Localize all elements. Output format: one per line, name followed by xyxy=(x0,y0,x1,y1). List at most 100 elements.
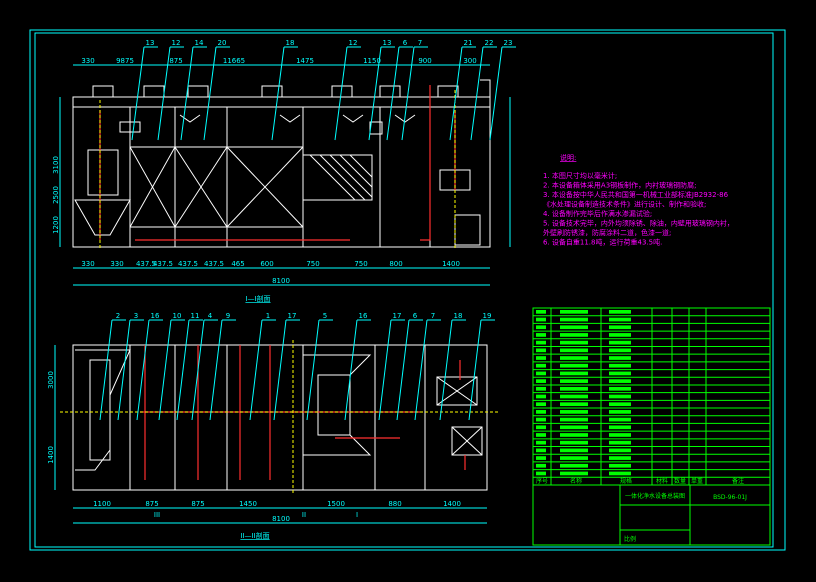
table-cell-fill xyxy=(536,440,546,445)
callout-leader xyxy=(306,319,320,421)
table-cell-fill xyxy=(560,340,588,345)
callout-leader xyxy=(344,319,358,421)
dimension-label: 600 xyxy=(260,260,273,268)
plan-view xyxy=(54,340,500,524)
callout-leader xyxy=(157,46,171,141)
callout-number: 13 xyxy=(146,39,155,47)
dimension-label: 900 xyxy=(418,57,431,65)
table-cell-fill xyxy=(536,425,546,430)
table-cell-fill xyxy=(560,440,588,445)
callout-leader xyxy=(209,319,223,421)
note-line: 1. 本图尺寸均以毫米计; xyxy=(543,171,617,180)
callout-number: 5 xyxy=(323,312,327,320)
callout-leader xyxy=(180,46,194,141)
note-line: 3. 本设备按中华人民共和国第一机械工业部标准JB2932-86 xyxy=(543,190,729,199)
table-header: 序号 xyxy=(536,477,548,485)
table-cell-fill xyxy=(609,402,631,407)
callout-leader xyxy=(401,46,415,141)
table-cell-fill xyxy=(609,325,631,330)
table-cell-fill xyxy=(609,456,631,460)
dimension-label: II xyxy=(302,511,306,519)
table-cell-fill xyxy=(536,310,546,314)
callout-number: 1 xyxy=(266,312,270,320)
table-cell-fill xyxy=(609,333,631,337)
table-cell-fill xyxy=(536,317,546,322)
table-cell-fill xyxy=(536,402,546,407)
table-cell-fill xyxy=(609,410,631,414)
callout-leader xyxy=(449,46,463,141)
callout-number: 18 xyxy=(454,312,463,320)
table-cell-fill xyxy=(560,394,588,399)
table-cell-fill xyxy=(536,379,546,383)
table-cell-fill xyxy=(536,340,546,345)
dimension-label: 1500 xyxy=(327,500,345,508)
callout-leader xyxy=(117,319,131,421)
dimension-label: 1200 xyxy=(52,216,60,234)
parts-table: 序号名称规格材料数量单重备注 xyxy=(532,307,771,486)
title-block-scale-label: 比例 xyxy=(624,535,636,543)
note-line: 2. 本设备箱体采用A3钢板制作，内衬玻璃钢防腐; xyxy=(543,181,697,190)
callout-number: 22 xyxy=(485,39,494,47)
table-cell-fill xyxy=(609,379,631,383)
table-cell-fill xyxy=(560,317,588,322)
table-cell-fill xyxy=(560,417,588,422)
dimension-label: 9875 xyxy=(116,57,134,65)
callout-leader xyxy=(439,319,453,421)
table-cell-fill xyxy=(536,410,546,414)
callout-leader xyxy=(414,319,428,421)
drawing-number: BSD-96-01J xyxy=(713,494,747,501)
table-cell-fill xyxy=(536,371,546,376)
elevation-view xyxy=(59,64,511,286)
table-cell-fill xyxy=(560,310,588,314)
callout-leader xyxy=(368,46,382,141)
table-cell-fill xyxy=(536,433,546,437)
table-cell-fill xyxy=(560,448,588,453)
table-cell-fill xyxy=(536,386,546,391)
note-line: 5. 设备技术完毕，内外均须除锈、除油，内壁用玻璃钢内衬， xyxy=(543,219,734,228)
table-cell-fill xyxy=(609,394,631,399)
table-header: 备注 xyxy=(732,477,744,485)
callout-number: 17 xyxy=(393,312,402,320)
outer-frame xyxy=(29,29,786,551)
callout-number: 11 xyxy=(191,312,200,320)
table-cell-fill xyxy=(536,417,546,422)
dimension-label: 1400 xyxy=(443,500,461,508)
table-cell-fill xyxy=(609,310,631,314)
table-cell-fill xyxy=(560,379,588,383)
callout-leader xyxy=(396,319,410,421)
notes-heading: 说明: xyxy=(560,153,576,162)
elevation-section-title: I—I剖面 xyxy=(245,294,270,303)
table-cell-fill xyxy=(609,386,631,391)
dimension-label: 750 xyxy=(306,260,319,268)
callout-leader xyxy=(470,46,484,141)
table-header: 数量 xyxy=(674,477,686,485)
table-cell-fill xyxy=(609,425,631,430)
callout-leader xyxy=(271,46,285,141)
callout-number: 20 xyxy=(218,39,227,47)
table-cell-fill xyxy=(609,371,631,376)
note-line: 外壁刷防锈漆，防腐涂料二道，色漆一道; xyxy=(543,228,671,237)
dimension-label: 330 xyxy=(81,57,94,65)
table-cell-fill xyxy=(536,333,546,337)
callout-number: 6 xyxy=(403,39,408,47)
table-cell-fill xyxy=(536,356,546,360)
table-cell-fill xyxy=(609,433,631,437)
callout-number: 19 xyxy=(483,312,492,320)
table-cell-fill xyxy=(560,363,588,368)
table-cell-fill xyxy=(609,448,631,453)
table-cell-fill xyxy=(560,463,588,468)
callout-number: 6 xyxy=(413,312,418,320)
table-cell-fill xyxy=(536,471,546,476)
table-cell-fill xyxy=(609,417,631,422)
dimension-label: 880 xyxy=(388,500,401,508)
callout-leader xyxy=(136,319,150,421)
dimension-label: 1100 xyxy=(93,500,111,508)
dimension-label: 437.5 xyxy=(153,260,173,268)
table-header: 材料 xyxy=(656,477,668,485)
table-cell-fill xyxy=(560,333,588,337)
dimension-label: 875 xyxy=(191,500,204,508)
